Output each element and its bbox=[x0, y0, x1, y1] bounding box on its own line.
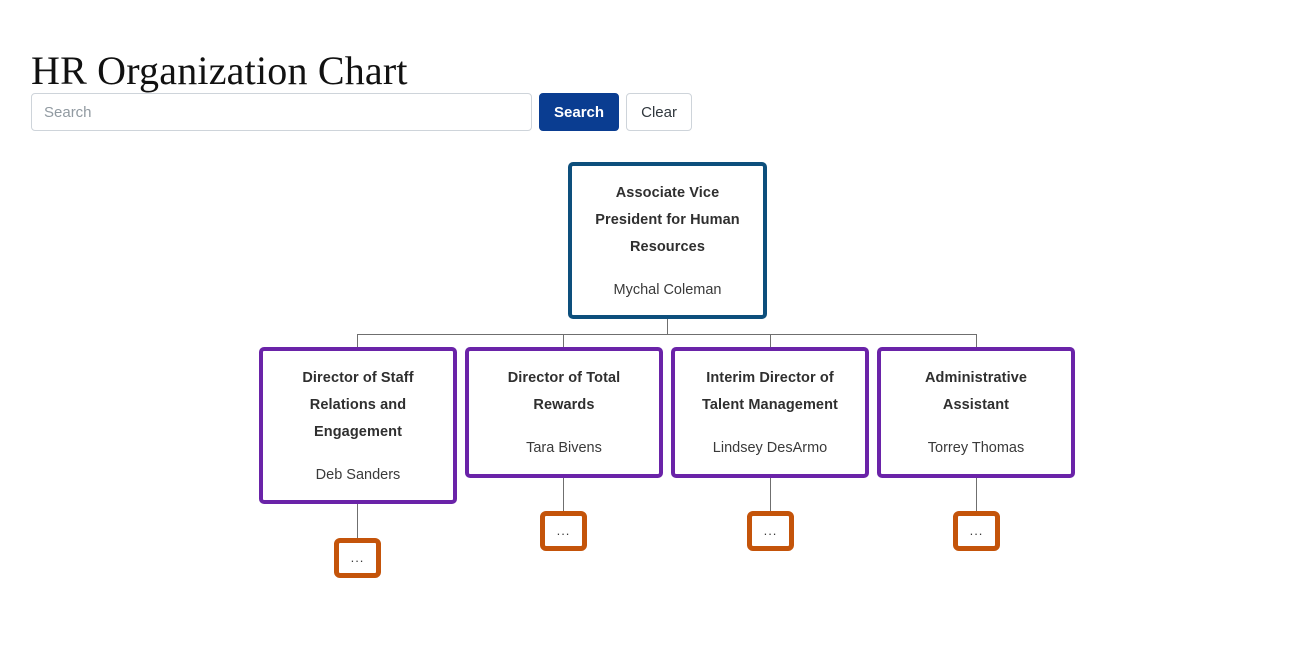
org-node-title-line: Relations and bbox=[309, 397, 407, 413]
org-node-administrative-assistant[interactable]: Administrative Assistant Torrey Thomas bbox=[877, 347, 1075, 478]
org-node-person: Tara Bivens bbox=[526, 440, 602, 456]
org-node-title: Associate Vice President for Human Resou… bbox=[595, 180, 740, 261]
org-node-title-line: Interim Director of bbox=[706, 370, 834, 386]
search-button[interactable]: Search bbox=[539, 93, 620, 131]
org-node-title-line: Rewards bbox=[533, 397, 595, 413]
org-node-expand-total-rewards[interactable]: ... bbox=[540, 511, 587, 551]
ellipsis-label: ... bbox=[763, 523, 778, 538]
ellipsis-label: ... bbox=[969, 523, 984, 538]
connector-root-stem bbox=[667, 319, 669, 335]
connector-drop-1 bbox=[357, 334, 359, 347]
page-title: HR Organization Chart bbox=[31, 47, 408, 93]
org-node-title-line: Administrative bbox=[924, 370, 1028, 386]
connector-drop-2 bbox=[563, 334, 565, 347]
connector-drop-3 bbox=[770, 334, 772, 347]
org-node-title-line: Resources bbox=[629, 239, 706, 255]
org-node-total-rewards[interactable]: Director of Total Rewards Tara Bivens bbox=[465, 347, 663, 478]
org-node-title-line: Assistant bbox=[942, 397, 1010, 413]
connector-ellipsis-3 bbox=[770, 478, 772, 511]
ellipsis-label: ... bbox=[556, 523, 571, 538]
org-node-person: Lindsey DesArmo bbox=[712, 440, 828, 456]
search-bar: Search Clear bbox=[31, 93, 693, 131]
org-node-title-line: President for Human bbox=[595, 212, 740, 228]
org-node-title-line: Talent Management bbox=[702, 397, 838, 413]
org-node-title-line: Director of Total bbox=[507, 370, 621, 386]
org-node-person: Mychal Coleman bbox=[613, 282, 722, 298]
org-node-title-line: Engagement bbox=[313, 424, 402, 440]
connector-bus bbox=[357, 334, 977, 336]
org-node-talent-management[interactable]: Interim Director of Talent Management Li… bbox=[671, 347, 869, 478]
org-node-title: Director of Staff Relations and Engageme… bbox=[302, 365, 413, 446]
ellipsis-label: ... bbox=[350, 550, 365, 565]
connector-drop-4 bbox=[976, 334, 978, 347]
org-node-expand-administrative-assistant[interactable]: ... bbox=[953, 511, 1000, 551]
org-node-title: Administrative Assistant bbox=[925, 365, 1027, 419]
search-input[interactable] bbox=[31, 93, 532, 131]
org-node-staff-relations[interactable]: Director of Staff Relations and Engageme… bbox=[259, 347, 457, 504]
clear-button[interactable]: Clear bbox=[626, 93, 693, 131]
org-node-root[interactable]: Associate Vice President for Human Resou… bbox=[568, 162, 767, 319]
org-node-title-line: Associate Vice bbox=[615, 185, 720, 201]
org-node-person: Deb Sanders bbox=[315, 467, 401, 483]
org-node-title: Director of Total Rewards bbox=[508, 365, 621, 419]
org-node-title: Interim Director of Talent Management bbox=[702, 365, 838, 419]
org-node-title-line: Director of Staff bbox=[302, 370, 414, 386]
connector-ellipsis-1 bbox=[357, 504, 359, 538]
org-node-person: Torrey Thomas bbox=[927, 440, 1025, 456]
org-node-expand-talent-management[interactable]: ... bbox=[747, 511, 794, 551]
connector-ellipsis-4 bbox=[976, 478, 978, 511]
connector-ellipsis-2 bbox=[563, 478, 565, 511]
org-node-expand-staff-relations[interactable]: ... bbox=[334, 538, 381, 578]
